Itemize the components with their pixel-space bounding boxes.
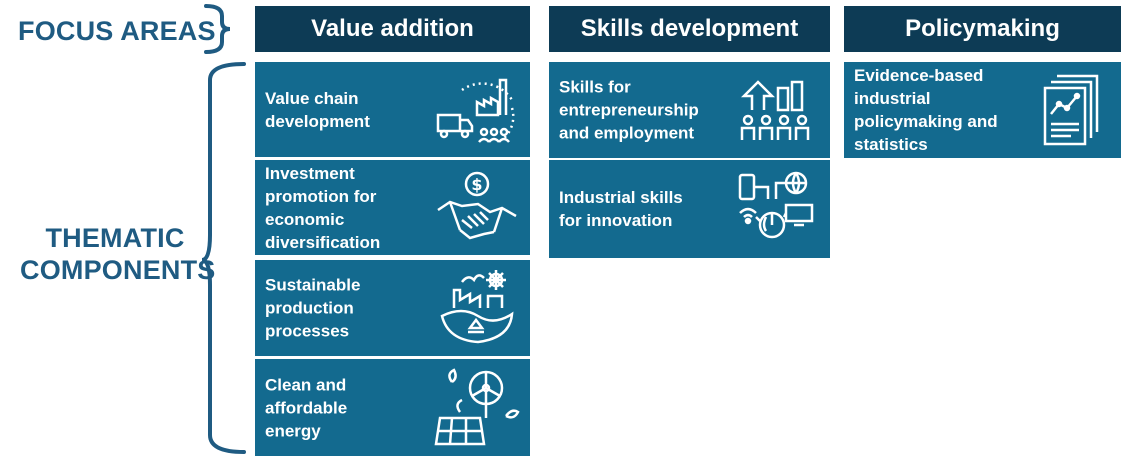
tile-text: Investment promotion for economic divers… [265,162,435,254]
tile-line: Clean and [265,375,347,394]
tile-line: production [265,298,354,318]
tile-line: Evidence-based [854,66,984,85]
tile-line: affordable [265,398,348,417]
tile-clean-energy: Clean and affordable energy [255,359,530,456]
tile-text: Evidence-based industrial policymaking a… [854,64,1024,156]
tile-investment-promotion: Investment promotion for economic divers… [255,160,530,255]
svg-text:$: $ [471,175,482,194]
tile-line: energy [265,421,321,440]
thematic-label-line2: COMPONENTS [20,255,216,285]
focus-areas-label: FOCUS AREAS [18,16,216,46]
tile-evidence-based-policymaking: Evidence-based industrial policymaking a… [844,62,1121,158]
tile-text: Skills for entrepreneurship and employme… [559,76,729,145]
tile-line: policymaking and [854,112,998,131]
tile-text: Industrial skills for innovation [559,186,729,232]
focus-areas-brace [204,4,231,54]
thematic-label-line1: THEMATIC [45,223,185,253]
tile-sustainable-production: Sustainable production processes [255,260,530,356]
thematic-components-label: THEMATIC COMPONENTS [20,222,216,286]
tile-line: development [265,111,370,131]
tile-line: Skills for [559,77,631,97]
header-policymaking: Policymaking [844,6,1121,52]
tile-text: Clean and affordable energy [265,373,435,442]
tile-line: and employment [559,123,695,143]
tile-line: industrial [854,89,931,108]
tile-line: entrepreneurship [559,100,699,120]
devices-network-icon [732,169,822,249]
tile-text: Value chain development [265,87,435,133]
header-skills-development: Skills development [549,6,830,52]
tile-line: promotion for [265,186,377,206]
tile-line: Sustainable [265,275,361,295]
tile-value-chain-development: Value chain development [255,62,530,157]
tile-line: for innovation [559,211,673,230]
eco-factory-recycle-icon [432,268,522,348]
tile-line: statistics [854,135,928,154]
tile-line: Value chain [265,88,359,108]
tile-skills-entrepreneurship: Skills for entrepreneurship and employme… [549,62,830,158]
tile-line: economic [265,209,345,229]
tile-line: Industrial skills [559,188,683,207]
thematic-components-brace [201,62,246,454]
tile-industrial-skills-innovation: Industrial skills for innovation [549,160,830,258]
report-chart-icon [1023,70,1113,150]
solar-wind-icon [432,367,522,448]
handshake-dollar-icon: $ [432,168,522,248]
factory-truck-people-icon [432,70,522,150]
growth-people-icon [732,70,822,150]
tile-line: processes [265,321,350,341]
tile-line: Investment [265,163,355,183]
header-value-addition: Value addition [255,6,530,52]
tile-line: diversification [265,232,381,252]
tile-text: Sustainable production processes [265,274,435,343]
